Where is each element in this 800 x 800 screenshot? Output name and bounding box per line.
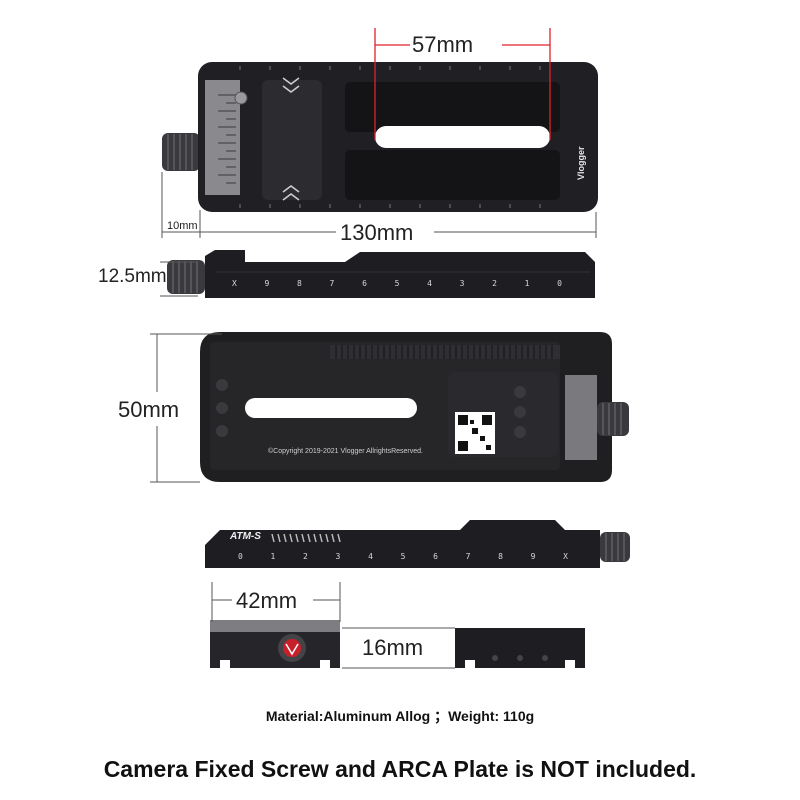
scale-label: 6 xyxy=(362,279,367,288)
scale-label: 0 xyxy=(238,552,243,561)
scale-label: 2 xyxy=(492,279,497,288)
plate-body-side xyxy=(205,250,595,298)
clamp-height-label: 16mm xyxy=(362,635,424,660)
end-view-clamp xyxy=(210,628,340,668)
rack-teeth xyxy=(330,345,560,359)
notice-line: Camera Fixed Screw and ARCA Plate is NOT… xyxy=(103,756,697,782)
slot-length-label: 57mm xyxy=(412,32,474,57)
knob-offset-label: 10mm xyxy=(167,220,198,232)
end-view-plate xyxy=(455,628,585,668)
scale-label: 7 xyxy=(329,279,335,288)
scale-label: 6 xyxy=(433,552,438,561)
scale-label: 3 xyxy=(459,279,465,288)
side-knob-4 xyxy=(600,532,630,562)
height-label: 12.5mm xyxy=(98,266,167,287)
brand-logo-icon xyxy=(283,639,301,657)
scale-label: 8 xyxy=(297,279,302,288)
screw-hole xyxy=(216,425,228,437)
scale-label: 2 xyxy=(303,552,308,561)
scale-label: X xyxy=(563,552,568,561)
mounting-slot xyxy=(375,126,550,148)
scale-label: 8 xyxy=(498,552,503,561)
release-panel xyxy=(262,80,322,200)
screw-hole xyxy=(216,402,228,414)
scale-label: 1 xyxy=(524,279,530,288)
side-knob-3 xyxy=(597,402,629,436)
scale-top: X 9 8 7 6 5 4 3 2 1 0 xyxy=(232,279,562,288)
mounting-slot-bottom xyxy=(245,398,417,418)
chevron-up-icon xyxy=(282,185,300,201)
screw-hole xyxy=(216,379,228,391)
rubber-pad-upper xyxy=(345,82,560,132)
scale-label: X xyxy=(232,279,237,288)
brand-label: Vlogger xyxy=(576,146,586,180)
clamp-end xyxy=(565,375,597,460)
scale-label: 1 xyxy=(270,552,276,561)
scale-label: 7 xyxy=(465,552,471,561)
side-view-top xyxy=(160,250,595,298)
rubber-pad-lower xyxy=(345,150,560,200)
side-view-bottom xyxy=(205,520,630,568)
clamp-block xyxy=(205,80,240,195)
plate-body-side-2 xyxy=(205,520,600,568)
copyright-text: ©Copyright 2019-2021 Vlogger AllrightsRe… xyxy=(268,448,423,455)
width-label: 50mm xyxy=(118,397,180,422)
end-views xyxy=(210,582,585,669)
spec-line: Material:Aluminum Allog ；Weight: 110g xyxy=(265,708,535,724)
clamp-width-label: 42mm xyxy=(236,588,298,613)
scale-label: 5 xyxy=(394,279,400,288)
lock-screw xyxy=(234,91,248,105)
model-label: ATM-S xyxy=(230,531,261,542)
scale-label: 9 xyxy=(264,279,270,288)
top-view xyxy=(161,28,598,238)
scale-label: 5 xyxy=(400,552,406,561)
bottom-view xyxy=(150,332,629,483)
scale-label: 0 xyxy=(557,279,562,288)
scale-bottom: 0 1 2 3 4 5 6 7 8 9 X xyxy=(238,552,568,561)
total-length-label: 130mm xyxy=(340,220,414,245)
scale-label: 9 xyxy=(530,552,536,561)
scale-label: 4 xyxy=(427,279,432,288)
scale-label: 4 xyxy=(368,552,373,561)
chevron-down-icon xyxy=(282,77,300,93)
scale-label: 3 xyxy=(335,552,341,561)
